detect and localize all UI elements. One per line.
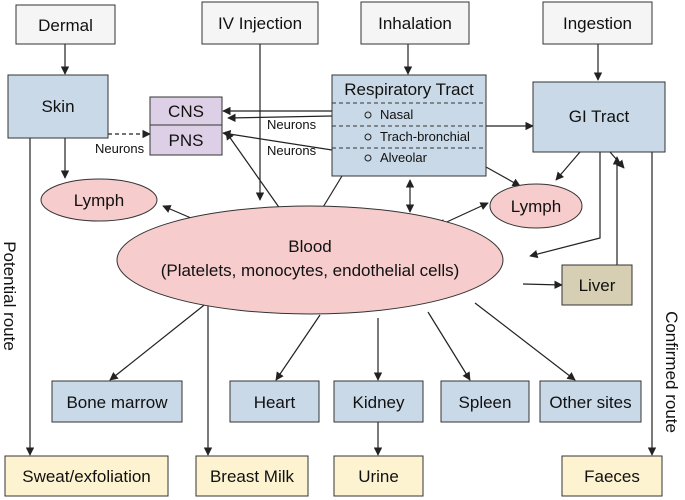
faeces-box	[561, 455, 663, 497]
excretion-faeces: Faeces	[561, 455, 663, 497]
target-spleen: Spleen	[440, 380, 530, 423]
arrow-gi-blood	[529, 152, 601, 259]
urine-box	[333, 455, 424, 497]
pns-label: PNS	[169, 131, 204, 150]
source-dermal: Dermal	[15, 4, 116, 45]
arrow-resp-pns	[222, 130, 333, 151]
spleen-label: Spleen	[459, 393, 512, 412]
sweat-label: Sweat/exfoliation	[22, 467, 151, 486]
arrow-blood-spleen	[427, 311, 471, 381]
respiratory-region-nasal: Nasal	[380, 107, 413, 122]
gi-tract-label: GI Tract	[569, 107, 630, 126]
excretion-sweat: Sweat/exfoliation	[4, 455, 169, 497]
blood: Blood (Platelets, monocytes, endothelial…	[116, 205, 504, 315]
respiratory-region-trach-bronchial: Trach-bronchial	[380, 129, 470, 144]
blood-subtitle: (Platelets, monocytes, endothelial cells…	[161, 261, 460, 280]
source-inhalation-box	[360, 1, 470, 45]
bullet-icon	[364, 111, 372, 119]
heart-box	[229, 380, 320, 423]
lymph-right-ellipse	[489, 183, 583, 229]
respiratory-tract: Respiratory Tract Nasal Trach-bronchial …	[331, 74, 487, 177]
arrow-blood-bone-marrow	[109, 301, 209, 381]
liver-box	[561, 264, 633, 306]
breast-milk-box	[195, 455, 309, 497]
lymph-left: Lymph	[40, 178, 158, 222]
cns-box	[149, 96, 223, 126]
arrow-resp-pns-diag	[227, 113, 333, 123]
source-inhalation: Inhalation	[360, 1, 470, 45]
bullet-icon	[364, 133, 372, 141]
kidney-label: Kidney	[353, 393, 405, 412]
blood-title: Blood	[288, 237, 331, 256]
heart-label: Heart	[254, 393, 296, 412]
spleen-box	[440, 380, 530, 423]
target-heart: Heart	[229, 380, 320, 423]
pns-box	[149, 124, 223, 156]
side-label-potential-route: Potential route	[0, 241, 19, 351]
source-iv-injection-label: IV Injection	[218, 14, 302, 33]
source-iv-injection: IV Injection	[201, 1, 319, 45]
arrow-blood-cns	[225, 131, 284, 214]
faeces-label: Faeces	[584, 467, 640, 486]
cns-label: CNS	[168, 102, 204, 121]
sweat-box	[4, 455, 169, 497]
arrow-blood-liver	[522, 280, 563, 290]
arrow-blood-heart	[275, 314, 321, 381]
blood-ellipse	[116, 205, 504, 315]
target-kidney: Kidney	[333, 380, 424, 423]
arrow-resp-lymph	[485, 166, 521, 187]
bone-marrow-label: Bone marrow	[66, 393, 168, 412]
lymph-left-ellipse	[40, 178, 158, 222]
lymph-left-label: Lymph	[74, 191, 124, 210]
arrow-gi-lymph	[555, 151, 581, 181]
lymph-right: Lymph	[489, 183, 583, 229]
bone-marrow-box	[51, 380, 183, 423]
gi-tract-box	[532, 81, 666, 153]
bullet-icon	[364, 154, 372, 162]
skin-label: Skin	[41, 97, 74, 116]
edge-label-resp-cns: Neurons	[267, 117, 317, 132]
other-sites-label: Other sites	[549, 393, 631, 412]
organ-liver: Liver	[561, 264, 633, 306]
breast-milk-label: Breast Milk	[210, 467, 295, 486]
kidney-box	[333, 380, 424, 423]
liver-label: Liver	[579, 276, 616, 295]
organ-cns: CNS	[149, 96, 223, 126]
target-bone-marrow: Bone marrow	[51, 380, 183, 423]
target-other-sites: Other sites	[539, 380, 642, 423]
source-dermal-label: Dermal	[38, 16, 93, 35]
other-sites-box	[539, 380, 642, 423]
edge-label-resp-pns: Neurons	[267, 143, 317, 158]
source-ingestion-label: Ingestion	[563, 14, 632, 33]
arrow-blood-other-sites	[474, 302, 576, 381]
excretion-urine: Urine	[333, 455, 424, 497]
respiratory-region-alveolar: Alveolar	[380, 150, 428, 165]
source-dermal-box	[15, 4, 116, 45]
source-iv-injection-box	[201, 1, 319, 45]
edge-label-skin-pns: Neurons	[95, 141, 145, 156]
excretion-breast-milk: Breast Milk	[195, 455, 309, 497]
organ-gi-tract: GI Tract	[532, 81, 666, 153]
skin-box	[7, 74, 109, 139]
organ-skin: Skin	[7, 74, 109, 139]
side-label-confirmed-route: Confirmed route	[662, 311, 681, 433]
lymph-right-label: Lymph	[511, 197, 561, 216]
connections	[25, 44, 657, 456]
source-ingestion-box	[542, 1, 653, 45]
organ-pns: PNS	[149, 124, 223, 156]
respiratory-tract-title: Respiratory Tract	[344, 80, 474, 99]
source-inhalation-label: Inhalation	[378, 14, 452, 33]
source-ingestion: Ingestion	[542, 1, 653, 45]
urine-label: Urine	[358, 467, 399, 486]
